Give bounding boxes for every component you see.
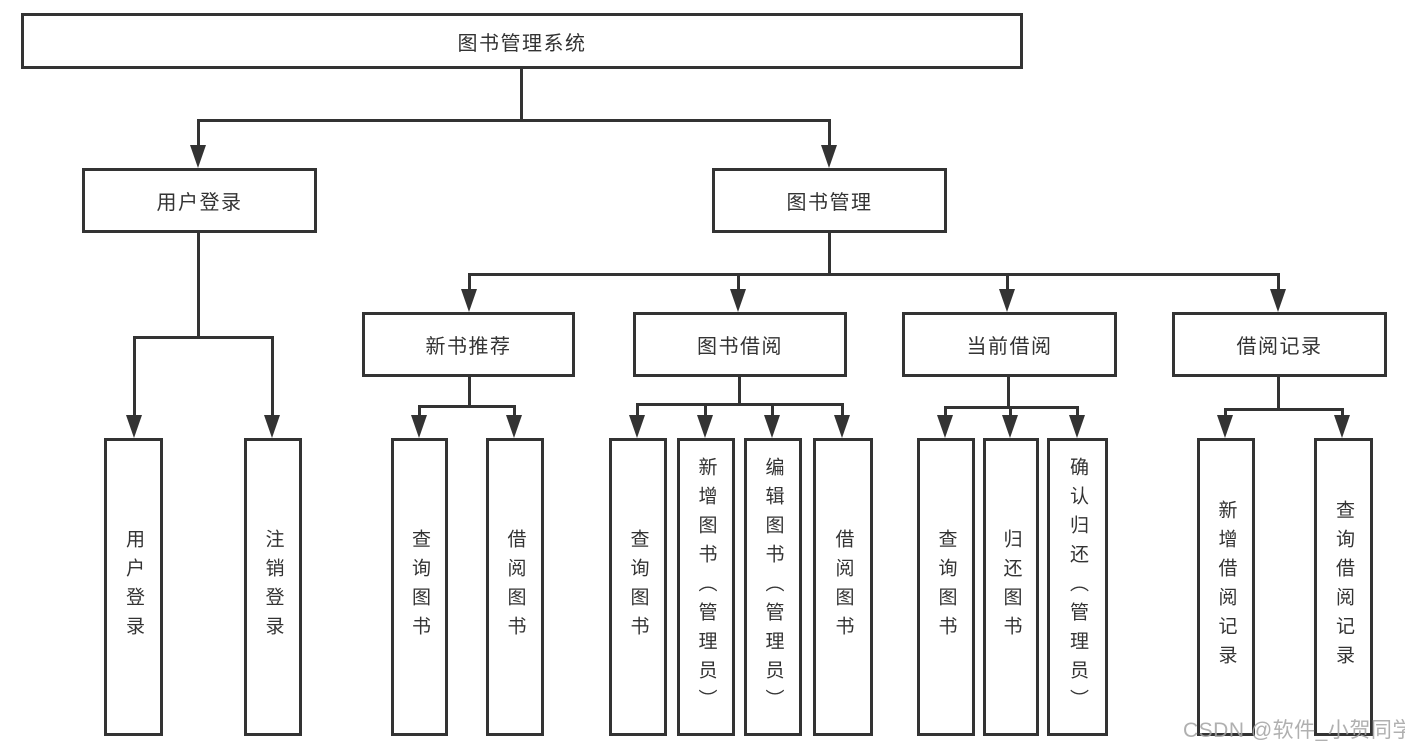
leaf-current-query: 查询图书 [917, 438, 975, 736]
node-user-login: 用户登录 [82, 168, 317, 233]
leaf-new-books-borrow-label: 借阅图书 [504, 529, 526, 645]
connector-user-login-bus [133, 336, 274, 339]
connector-book-borrow-bus [636, 403, 844, 406]
connector-new-books-stem [468, 377, 471, 407]
arrowhead-book-borrow [730, 289, 746, 312]
arrowhead-g5-query [1334, 415, 1350, 438]
node-section-current-borrow: 当前借阅 [902, 312, 1117, 377]
leaf-confirm-return-admin: 确认归还（管理员） [1047, 438, 1108, 736]
leaf-borrow-book-label: 借阅图书 [832, 529, 854, 645]
connector-new-books-bus [418, 405, 516, 408]
arrowhead-g3-add [697, 415, 713, 438]
leaf-borrow-query: 查询图书 [609, 438, 667, 736]
connector-user-login-stem [197, 233, 200, 338]
arrowhead-new-books [461, 289, 477, 312]
arrowhead-g3-query [629, 415, 645, 438]
connector-book-mgmt-stem [828, 233, 831, 275]
connector-drop-new-books [468, 273, 471, 292]
node-user-login-label: 用户登录 [156, 192, 243, 214]
node-section-book-borrow: 图书借阅 [633, 312, 847, 377]
connector-current-borrow-stem [1007, 377, 1010, 408]
leaf-edit-book-admin-label: 编辑图书（管理员） [762, 456, 784, 718]
connector-drop-g4-return [1009, 406, 1012, 417]
leaf-user-login: 用户登录 [104, 438, 163, 736]
node-root: 图书管理系统 [21, 13, 1023, 69]
connector-borrow-records-stem [1277, 377, 1280, 410]
leaf-borrow-book: 借阅图书 [813, 438, 873, 736]
arrowhead-g3-borrow [834, 415, 850, 438]
node-section-borrow-records-label: 借阅记录 [1236, 336, 1323, 358]
connector-drop-g2-query [418, 405, 421, 417]
connector-drop-book-borrow [737, 273, 740, 292]
connector-drop-g3-query [636, 403, 639, 417]
leaf-confirm-return-admin-label: 确认归还（管理员） [1067, 456, 1088, 718]
leaf-new-books-query: 查询图书 [391, 438, 448, 736]
connector-drop-leaf-logout [271, 336, 274, 417]
connector-drop-g3-add [704, 403, 707, 417]
connector-drop-user-login [197, 119, 200, 148]
connector-drop-book-mgmt [828, 119, 831, 148]
node-section-current-borrow-label: 当前借阅 [966, 336, 1053, 358]
node-section-new-books-label: 新书推荐 [425, 336, 512, 358]
arrowhead-g4-return [1002, 415, 1018, 438]
connector-drop-current-borrow [1006, 273, 1009, 292]
connector-drop-g3-edit [771, 403, 774, 417]
connector-drop-g5-add [1224, 408, 1227, 417]
leaf-return-book: 归还图书 [983, 438, 1039, 736]
connector-book-borrow-stem [738, 377, 741, 405]
connector-root-stem [520, 69, 523, 121]
leaf-query-borrow-record-label: 查询借阅记录 [1333, 500, 1354, 674]
arrowhead-current-borrow [999, 289, 1015, 312]
arrowhead-g5-add [1217, 415, 1233, 438]
arrowhead-g4-query [937, 415, 953, 438]
leaf-query-borrow-record: 查询借阅记录 [1314, 438, 1373, 736]
node-root-label: 图书管理系统 [457, 32, 587, 55]
connector-drop-g3-borrow [841, 403, 844, 417]
node-section-borrow-records: 借阅记录 [1172, 312, 1387, 377]
watermark: CSDN @软件_小贺同学 [1183, 719, 1405, 742]
leaf-new-books-query-label: 查询图书 [409, 529, 430, 645]
connector-drop-g4-confirm [1076, 406, 1079, 417]
node-book-mgmt-label: 图书管理 [786, 192, 873, 214]
leaf-current-query-label: 查询图书 [935, 529, 957, 645]
arrowhead-g2-query [411, 415, 427, 438]
arrowhead-user-login [190, 145, 206, 168]
arrowhead-borrow-records [1270, 289, 1286, 312]
arrowhead-leaf-login [126, 415, 142, 438]
arrowhead-leaf-logout [264, 415, 280, 438]
connector-level3-bus [468, 273, 1280, 276]
leaf-new-books-borrow: 借阅图书 [486, 438, 544, 736]
leaf-logout: 注销登录 [244, 438, 302, 736]
connector-level2-bus [197, 119, 831, 122]
node-section-book-borrow-label: 图书借阅 [697, 336, 783, 358]
leaf-user-login-label: 用户登录 [123, 529, 144, 645]
node-book-mgmt: 图书管理 [712, 168, 947, 233]
connector-borrow-records-bus [1224, 408, 1344, 411]
connector-drop-g4-query [944, 406, 947, 417]
leaf-borrow-query-label: 查询图书 [627, 529, 649, 645]
leaf-edit-book-admin: 编辑图书（管理员） [744, 438, 802, 736]
leaf-add-book-admin: 新增图书（管理员） [677, 438, 735, 736]
connector-drop-borrow-records [1277, 273, 1280, 292]
arrowhead-g4-confirm [1069, 415, 1085, 438]
leaf-add-borrow-record: 新增借阅记录 [1197, 438, 1255, 736]
node-section-new-books: 新书推荐 [362, 312, 575, 377]
leaf-add-book-admin-label: 新增图书（管理员） [695, 456, 717, 718]
arrowhead-g2-borrow [506, 415, 522, 438]
arrowhead-book-mgmt [821, 145, 837, 168]
connector-drop-g2-borrow [513, 405, 516, 417]
leaf-logout-label: 注销登录 [262, 529, 284, 645]
leaf-add-borrow-record-label: 新增借阅记录 [1215, 500, 1237, 674]
arrowhead-g3-edit [764, 415, 780, 438]
connector-drop-g5-query [1341, 408, 1344, 417]
connector-drop-leaf-login [133, 336, 136, 417]
leaf-return-book-label: 归还图书 [1000, 529, 1022, 645]
